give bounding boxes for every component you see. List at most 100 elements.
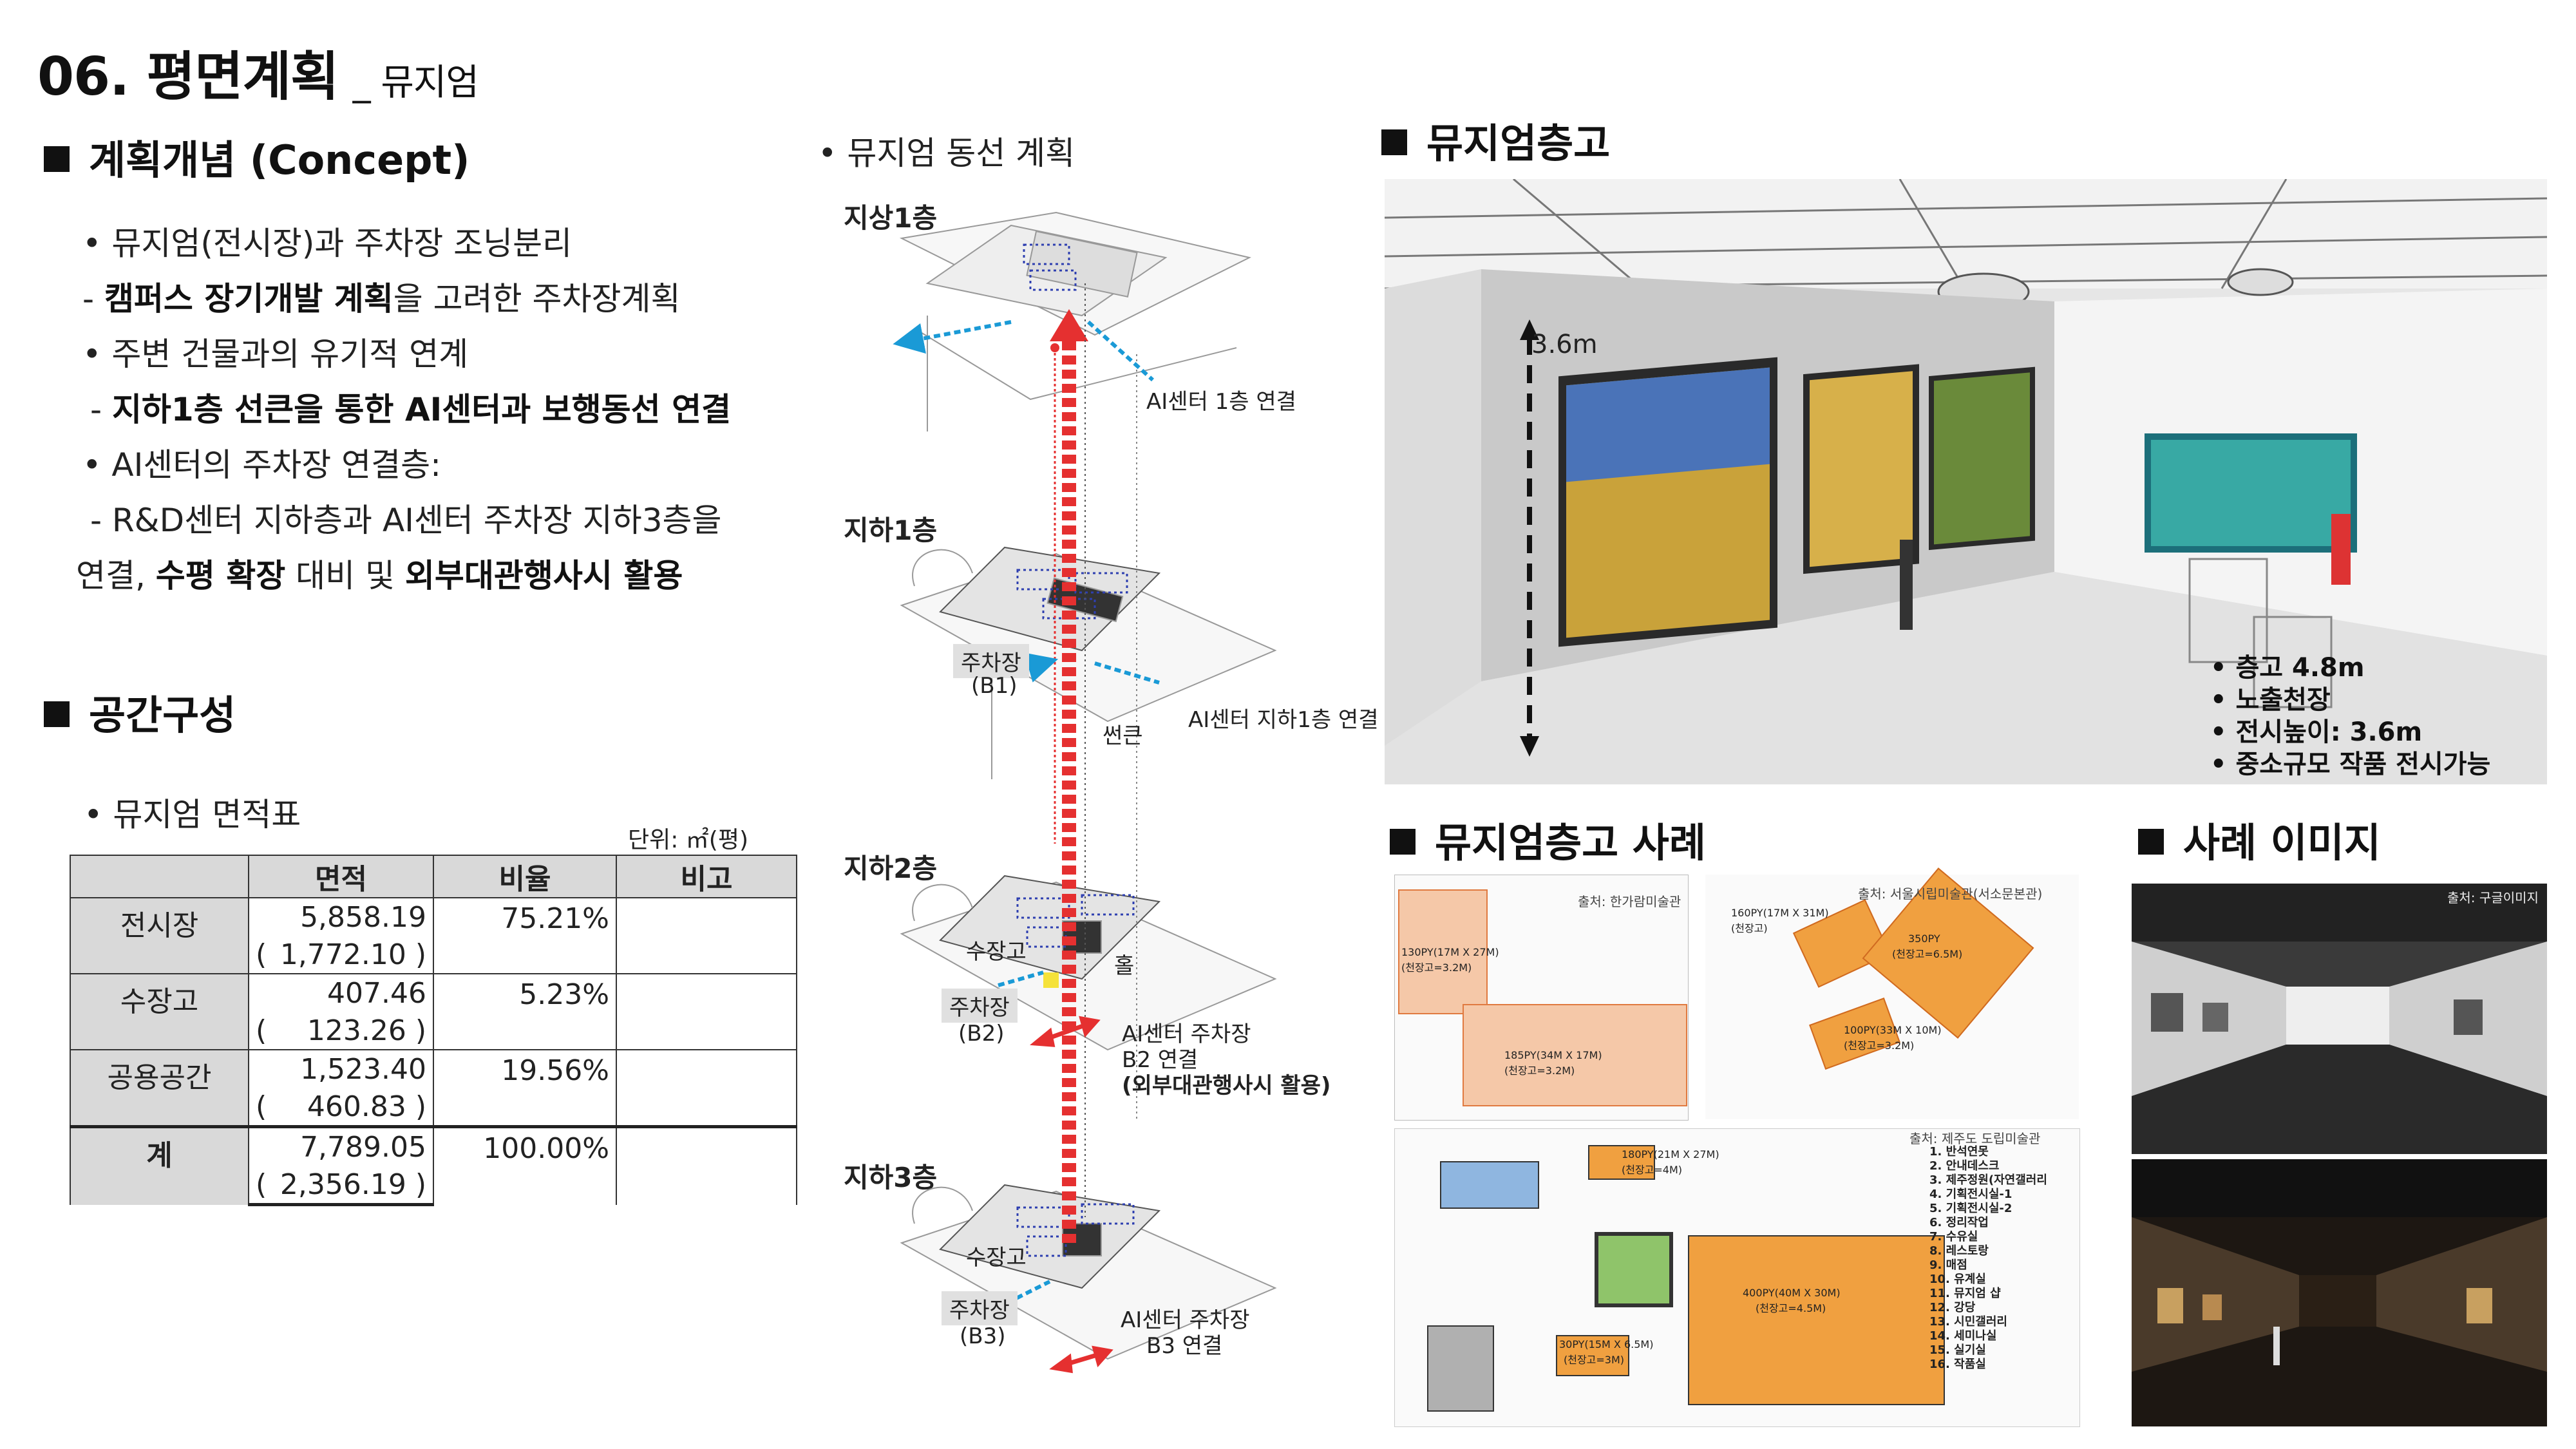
plan-zone (1427, 1325, 1494, 1412)
concept-line: • 주변 건물과의 유기적 연계 (82, 327, 731, 382)
table-row: (460.83 ) (70, 1088, 797, 1127)
concept-text: 연결, (76, 557, 156, 594)
images-heading: 사례 이미지 (2138, 810, 2381, 868)
plan-label: (천장고) (1731, 922, 1768, 934)
concept-heading-text: 계획개념 (Concept) (89, 137, 470, 184)
plan-label: 160PY(17M X 31M) (1731, 907, 1829, 919)
table-row: (123.26 ) (70, 1012, 797, 1050)
cell-area: 5,858.19 (248, 897, 434, 936)
label-hall: 홀 (1114, 953, 1135, 979)
row-name: 계 (70, 1125, 249, 1205)
plan-label: 350PY (1908, 933, 1940, 945)
label-storage-b3: 수장고 (966, 1245, 1027, 1271)
concept-bold: 외부대관행사시 활용 (404, 557, 683, 594)
page-title: 06. 평면계획 _ 뮤지엄 (37, 33, 479, 110)
legend-item: 9. 매점 (1929, 1258, 1967, 1272)
table-caption: • 뮤지엄 면적표 (84, 796, 301, 833)
plan-zone (1463, 1004, 1687, 1106)
table-header: 비율 (433, 855, 617, 898)
height-heading-text: 뮤지엄층고 (1426, 120, 1611, 167)
concept-line: - R&D센터 지하층과 AI센터 주차장 지하3층을 (90, 493, 731, 548)
height-dimension-label: 3.6m (1531, 330, 1598, 359)
concept-bold: 캠퍼스 장기개발 계획 (104, 280, 393, 317)
square-bullet-icon (1381, 129, 1407, 155)
label-ai-b3: AI센터 주차장 (1121, 1307, 1250, 1333)
label-ai-b2-event: (외부대관행사시 활용) (1122, 1073, 1331, 1099)
legend-item: 5. 기획전시실-2 (1929, 1202, 2012, 1215)
cell-area: 7,789.05 (248, 1125, 434, 1166)
cell-ratio: 100.00% (433, 1125, 617, 1205)
case-plan-3: 180PY(21M X 27M) (천장고=4M) 400PY(40M X 30… (1394, 1128, 2080, 1427)
plan-label: 180PY(21M X 27M) (1622, 1148, 1719, 1160)
plan-zone (1588, 1145, 1655, 1180)
cell-ratio: 19.56% (433, 1049, 617, 1127)
plan-label: (천장고=4M) (1622, 1164, 1683, 1176)
concept-text: - (82, 280, 104, 317)
circulation-diagram (893, 211, 1277, 1374)
case-photo-2 (2132, 1159, 2547, 1426)
red-arrow-head-icon (1050, 309, 1088, 341)
plan-zone (1595, 1232, 1673, 1307)
height-bullets: • 층고 4.8m • 노출천장 • 전시높이: 3.6m • 중소규모 작품 … (2210, 652, 2490, 781)
cases-heading: 뮤지엄층고 사례 (1390, 810, 1706, 868)
parking-dots (1016, 243, 1135, 1257)
legend-item: 3. 제주정원(자연갤러리 (1929, 1173, 2047, 1187)
legend-item: 14. 세미나실 (1929, 1329, 1997, 1343)
concept-text: - (90, 391, 112, 428)
cell-ratio: 5.23% (433, 973, 617, 1050)
height-bullet: • 중소규모 작품 전시가능 (2210, 750, 2491, 779)
table-row: (2,356.19 ) (70, 1166, 797, 1206)
table-header: 면적 (248, 855, 434, 898)
square-bullet-icon (2138, 828, 2164, 855)
concept-line: 연결, 수평 확장 대비 및 외부대관행사시 활용 (76, 548, 683, 603)
source-label: 출처: 제주도 도립미술관 (1909, 1131, 2041, 1146)
cell-pyeong: (1,772.10 ) (248, 936, 434, 974)
concept-text: - R&D센터 지하층과 AI센터 주차장 지하3층을 (90, 502, 722, 539)
label-b1: (B1) (971, 673, 1018, 699)
plan-label: 185PY(34M X 17M) (1504, 1049, 1602, 1061)
concept-text: 대비 및 (285, 557, 405, 594)
title-main: 06. 평면계획 (37, 46, 339, 108)
plan-label: (천장고=3.2M) (1504, 1065, 1575, 1077)
table-row: 수장고 407.46 5.23% (70, 973, 797, 1050)
paren: ( (256, 1014, 267, 1047)
level-label: 지하3층 (844, 1162, 938, 1193)
label-storage-b2: 수장고 (966, 939, 1027, 965)
concept-text: • 주변 건물과의 유기적 연계 (82, 336, 469, 373)
pyeong-value: 460.83 (307, 1090, 406, 1123)
legend-item: 13. 시민갤러리 (1929, 1315, 2007, 1329)
paren: ) (415, 938, 426, 971)
row-name: 전시장 (70, 897, 249, 974)
blue-arrows (893, 320, 1160, 1309)
paren: ) (415, 1090, 426, 1123)
floor-plan-b3 (900, 1184, 1277, 1360)
concept-heading: 계획개념 (Concept) (44, 128, 469, 185)
cell-area: 1,523.40 (248, 1049, 434, 1088)
space-heading-text: 공간구성 (89, 692, 236, 739)
cell-note (616, 973, 797, 1050)
plan-label: (천장고=3.2M) (1844, 1039, 1915, 1052)
label-ai-b3: B3 연결 (1146, 1333, 1223, 1359)
label-parking-b1: 주차장 (953, 644, 1029, 678)
gallery-rendering (1385, 179, 2547, 784)
cell-note (616, 1125, 797, 1205)
label-b3: (B3) (960, 1323, 1006, 1349)
red-dot-icon (1050, 343, 1059, 352)
paren: ) (415, 1014, 426, 1047)
plan-zone (1398, 889, 1488, 1014)
concept-line: • AI센터의 주차장 연결층: (82, 437, 731, 493)
concept-last-line: 연결, 수평 확장 대비 및 외부대관행사시 활용 (76, 548, 683, 603)
cell-pyeong: (2,356.19 ) (248, 1166, 434, 1206)
height-bullet: • 전시높이: 3.6m (2210, 717, 2423, 747)
concept-line: • 뮤지엄(전시장)과 주차장 조닝분리 (82, 216, 731, 271)
title-sub: _ 뮤지엄 (352, 62, 479, 104)
table-row: (1,772.10 ) (70, 936, 797, 974)
plan-zone (1688, 1235, 1945, 1405)
label-ai-1f: AI센터 1층 연결 (1146, 389, 1296, 415)
legend-item: 2. 안내데스크 (1929, 1159, 2000, 1173)
label-ai-b2: AI센터 주차장 (1122, 1021, 1251, 1047)
cell-ratio: 75.21% (433, 897, 617, 974)
level-label: 지상1층 (844, 202, 938, 234)
concept-text: 을 고려한 주차장계획 (393, 280, 681, 317)
legend-item: 6. 정리작업 (1929, 1216, 1989, 1229)
